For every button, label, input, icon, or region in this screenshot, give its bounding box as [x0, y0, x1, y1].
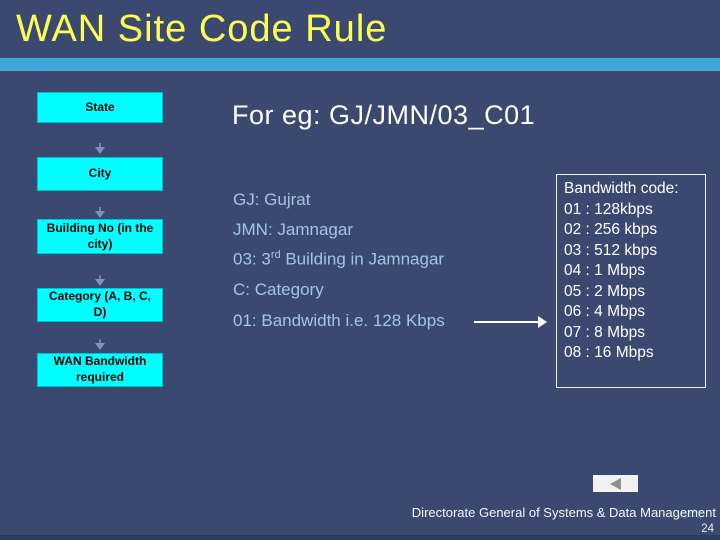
title-divider-bar: [0, 58, 720, 71]
explanation-line-gj: GJ: Gujrat: [233, 190, 311, 209]
bandwidth-code-entry: 02 : 256 kbps: [564, 221, 658, 238]
bandwidth-code-entry: 04 : 1 Mbps: [564, 262, 645, 279]
bandwidth-code-entry: 06 : 4 Mbps: [564, 303, 645, 320]
flow-box-bandwidth: WAN Bandwidth required: [37, 353, 163, 387]
page-number: 24: [701, 523, 714, 535]
down-arrow-icon: [95, 211, 105, 218]
down-arrow-icon: [95, 147, 105, 154]
example-heading: For eg: GJ/JMN/03_C01: [232, 100, 536, 130]
flow-box-label: WAN Bandwidth required: [53, 354, 147, 384]
page-title: WAN Site Code Rule: [16, 8, 388, 50]
pointer-arrow: [474, 321, 540, 323]
down-arrow-icon: [99, 207, 101, 211]
explanation-line-prefix: 03: 3: [233, 249, 271, 269]
explanation-line-jmn: JMN: Jamnagar: [233, 220, 353, 239]
bandwidth-code-box: Bandwidth code: 01 : 128kbps 02 : 256 kb…: [556, 174, 706, 388]
footer-text: Directorate General of Systems & Data Ma…: [411, 505, 716, 520]
flow-box-label: State: [85, 99, 115, 114]
down-arrow-icon: [95, 343, 105, 350]
back-arrow-icon: [610, 477, 621, 490]
bandwidth-code-entry: 03 : 512 kbps: [564, 241, 658, 259]
pointer-arrow-head-icon: [538, 316, 547, 328]
explanation-line-building: 03: 3rd Building in Jamnagar: [233, 249, 444, 270]
flow-box-category: Category (A, B, C, D): [37, 288, 163, 322]
flow-box-building: Building No (in the city): [37, 219, 163, 254]
flow-box-state: State: [37, 92, 163, 123]
bottom-border-strip: [0, 535, 720, 540]
bandwidth-code-entry: 05 : 2 Mbps: [564, 282, 645, 300]
flow-box-label: Category (A, B, C, D): [48, 289, 151, 319]
bandwidth-code-title: Bandwidth code:: [564, 180, 679, 197]
explanation-line-superscript: rd: [270, 249, 281, 261]
down-arrow-icon: [95, 279, 105, 286]
explanation-line-suffix: Building in Jamnagar: [280, 249, 445, 269]
down-arrow-icon: [99, 143, 101, 147]
down-arrow-icon: [99, 275, 101, 279]
watermark-logo: [678, 509, 703, 520]
explanation-line-category: C: Category: [233, 280, 324, 299]
explanation-line-bandwidth: 01: Bandwidth i.e. 128 Kbps: [233, 311, 445, 330]
back-button[interactable]: [593, 475, 638, 492]
bandwidth-code-entry: 07 : 8 Mbps: [564, 323, 645, 341]
bandwidth-code-entry: 08 : 16 Mbps: [564, 344, 654, 361]
flow-box-label: City: [88, 166, 112, 181]
down-arrow-icon: [99, 339, 101, 343]
bandwidth-code-entry: 01 : 128kbps: [564, 200, 653, 218]
flow-box-city: City: [37, 157, 163, 191]
flow-box-label: Building No (in the city): [46, 220, 154, 251]
